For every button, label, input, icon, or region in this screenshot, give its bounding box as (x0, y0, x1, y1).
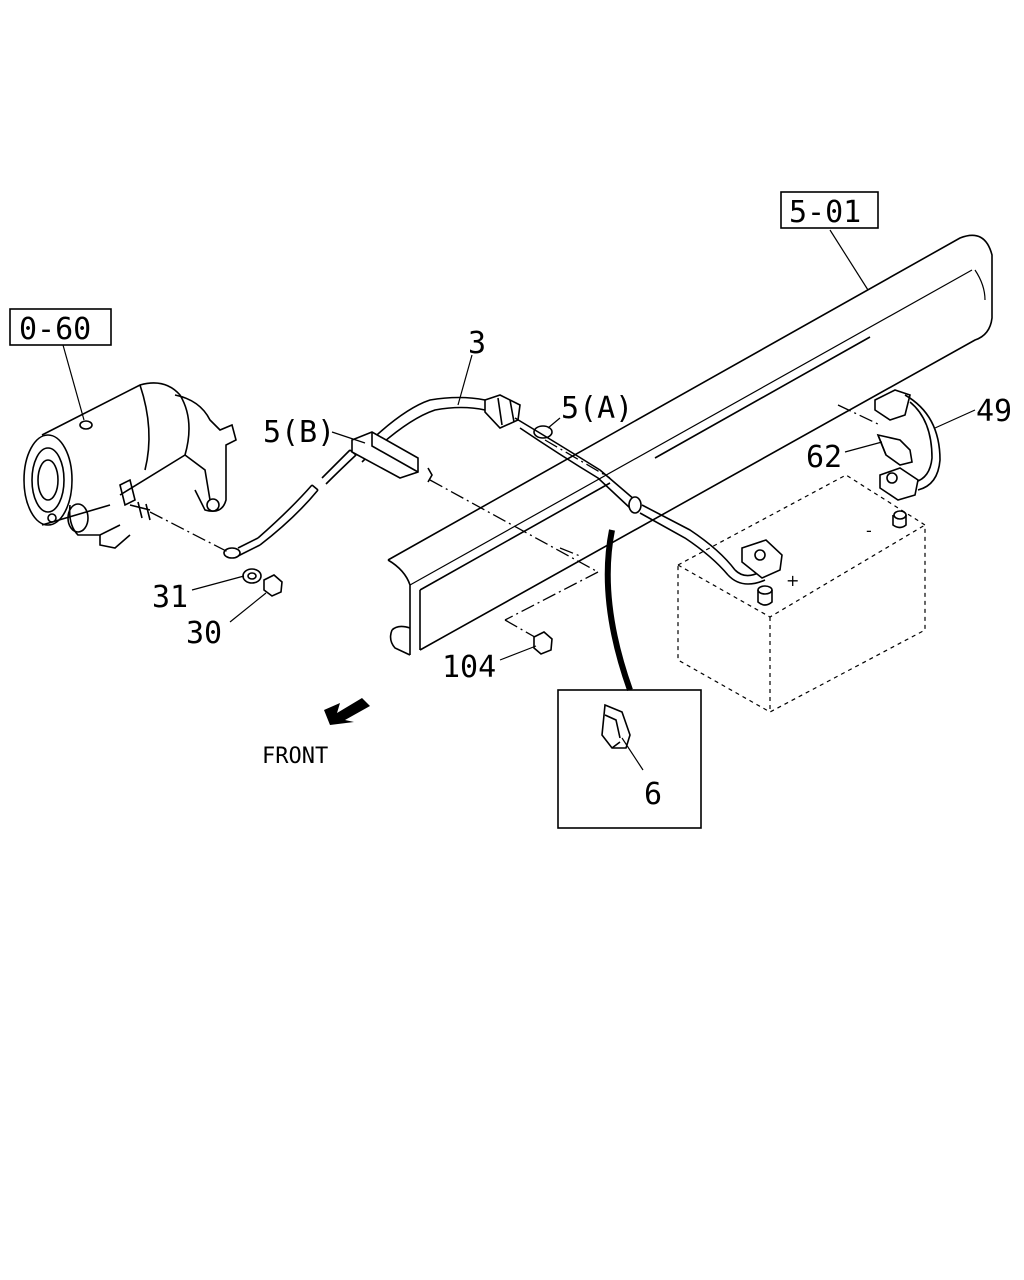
callout-49: 49 (976, 394, 1012, 429)
washer-31 (242, 568, 262, 584)
callout-62: 62 (806, 440, 842, 475)
nut-104 (533, 631, 553, 655)
detail-inset-clip (557, 529, 702, 829)
center-lines (149, 439, 611, 641)
nut-30 (263, 574, 283, 597)
ref-box-engine (9, 308, 112, 346)
battery-positive-mark: + (786, 571, 799, 590)
callout-30: 30 (186, 616, 222, 651)
ref-engine-label: 0-60 (19, 312, 91, 347)
callout-5a: 5(A) (561, 391, 633, 426)
callout-3: 3 (468, 326, 486, 361)
battery: + - (677, 474, 926, 713)
leader-lines (62, 229, 976, 661)
callout-104: 104 (442, 650, 496, 685)
starter-motor (23, 382, 237, 549)
frame-rail (387, 234, 993, 656)
callout-5b: 5(B) (263, 415, 335, 450)
battery-negative-mark: - (866, 521, 872, 540)
ref-frame-label: 5-01 (789, 195, 861, 230)
callout-31: 31 (152, 580, 188, 615)
cable-starter-to-battery (223, 394, 783, 585)
ref-box-frame (780, 191, 879, 229)
front-arrow-icon (324, 698, 370, 725)
ground-cable (837, 389, 941, 501)
callout-6: 6 (644, 777, 662, 812)
front-label: FRONT (262, 744, 328, 769)
